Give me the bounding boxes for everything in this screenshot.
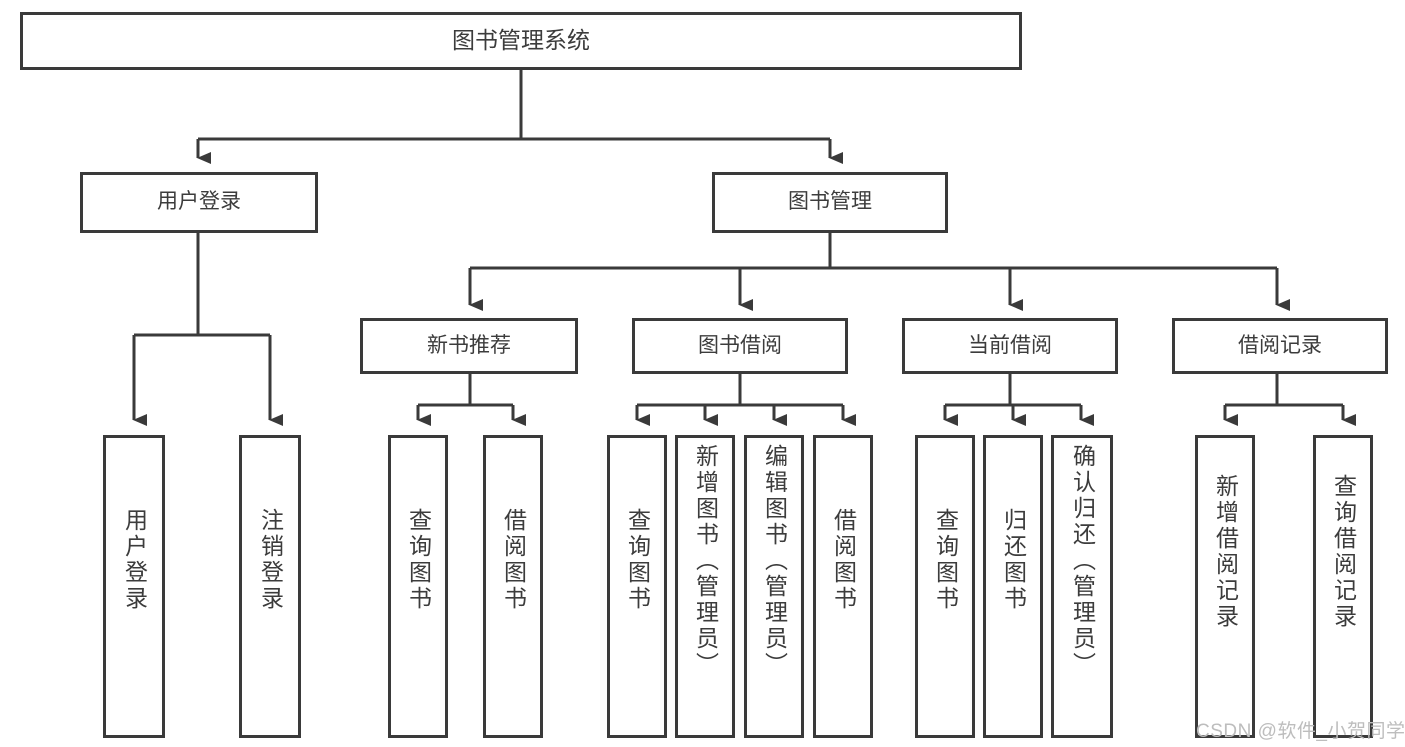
node-leaf-edit-book[interactable]: 编辑图书（管理员） (744, 435, 804, 738)
node-book-management[interactable]: 图书管理 (712, 172, 948, 233)
node-label-leaf-query-book-1: 查询图书 (405, 508, 432, 612)
node-book-management-system[interactable]: 图书管理系统 (20, 12, 1022, 70)
node-leaf-confirm-return[interactable]: 确认归还（管理员） (1051, 435, 1113, 738)
node-label-leaf-edit-book: 编辑图书（管理员） (761, 444, 788, 678)
node-label-leaf-return-book: 归还图书 (1000, 508, 1027, 612)
node-label-leaf-query-record: 查询借阅记录 (1330, 474, 1357, 630)
node-label-user-login: 用户登录 (157, 190, 241, 214)
node-label-leaf-confirm-return: 确认归还（管理员） (1069, 444, 1096, 678)
node-leaf-user-logout[interactable]: 注销登录 (239, 435, 301, 738)
node-label-new-book-recommend: 新书推荐 (427, 333, 511, 357)
node-label-book-management: 图书管理 (788, 190, 872, 214)
node-leaf-user-login[interactable]: 用户登录 (103, 435, 165, 738)
node-label-leaf-borrow-book-2: 借阅图书 (830, 508, 857, 612)
node-leaf-return-book[interactable]: 归还图书 (983, 435, 1043, 738)
node-book-borrow[interactable]: 图书借阅 (632, 318, 848, 374)
node-leaf-query-book-2[interactable]: 查询图书 (607, 435, 667, 738)
node-label-current-borrow: 当前借阅 (968, 333, 1052, 357)
node-label-leaf-add-record: 新增借阅记录 (1212, 474, 1239, 630)
node-label-leaf-borrow-book-1: 借阅图书 (500, 508, 527, 612)
node-leaf-query-book-3[interactable]: 查询图书 (915, 435, 975, 738)
node-label-leaf-user-logout: 注销登录 (257, 508, 284, 612)
watermark-csdn: CSDN @软件_小贺同学 (1196, 721, 1405, 742)
node-label-leaf-add-book: 新增图书（管理员） (692, 444, 719, 678)
node-borrow-record[interactable]: 借阅记录 (1172, 318, 1388, 374)
node-label-root: 图书管理系统 (452, 27, 590, 54)
node-label-leaf-user-login: 用户登录 (121, 508, 148, 612)
node-label-book-borrow: 图书借阅 (698, 333, 782, 357)
node-leaf-query-book-1[interactable]: 查询图书 (388, 435, 448, 738)
node-label-leaf-query-book-3: 查询图书 (932, 508, 959, 612)
node-current-borrow[interactable]: 当前借阅 (902, 318, 1118, 374)
node-new-book-recommend[interactable]: 新书推荐 (360, 318, 578, 374)
node-leaf-add-book[interactable]: 新增图书（管理员） (675, 435, 735, 738)
node-label-leaf-query-book-2: 查询图书 (624, 508, 651, 612)
node-user-login[interactable]: 用户登录 (80, 172, 318, 233)
node-leaf-borrow-book-2[interactable]: 借阅图书 (813, 435, 873, 738)
node-leaf-query-record[interactable]: 查询借阅记录 (1313, 435, 1373, 738)
node-label-borrow-record: 借阅记录 (1238, 333, 1322, 357)
node-leaf-add-record[interactable]: 新增借阅记录 (1195, 435, 1255, 738)
node-leaf-borrow-book-1[interactable]: 借阅图书 (483, 435, 543, 738)
